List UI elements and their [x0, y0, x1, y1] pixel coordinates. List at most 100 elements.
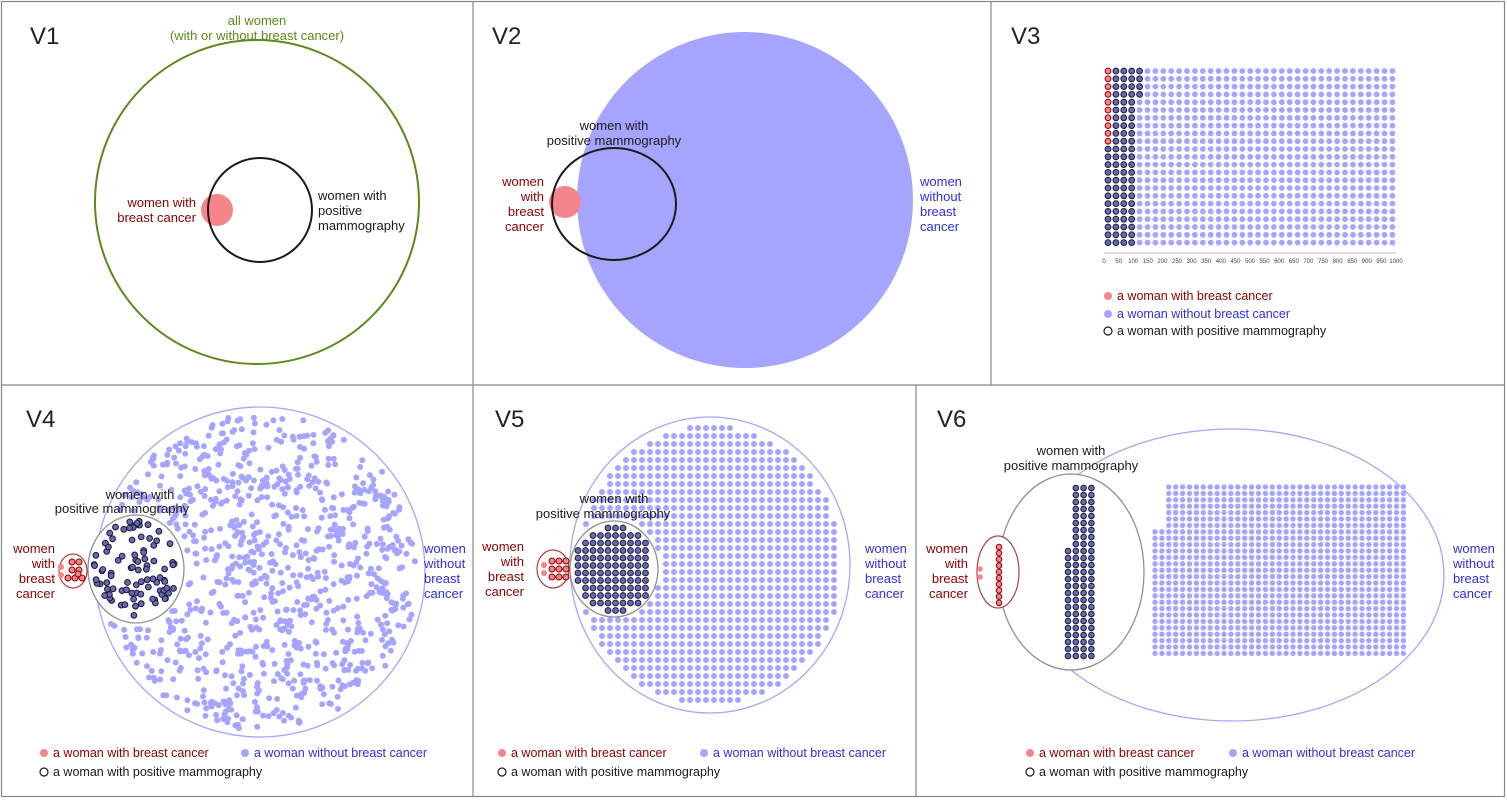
no-cancer-dot [1221, 561, 1227, 567]
no-cancer-dot [1359, 612, 1365, 618]
cancer-label-line3: breast [488, 569, 525, 584]
no-cancer-dot [695, 481, 701, 487]
no-cancer-dot [368, 484, 375, 491]
cancer-positive-dot [1104, 98, 1112, 106]
no-cancer-dot [1318, 107, 1325, 113]
no-cancer-dot [807, 593, 813, 599]
no-cancer-dot [346, 515, 353, 522]
no-cancer-dot [711, 497, 717, 503]
no-cancer-dot [1173, 484, 1179, 490]
no-cancer-dot [735, 505, 741, 511]
no-cancer-dot [1173, 573, 1179, 580]
no-cancer-dot [1184, 231, 1190, 238]
no-cancer-dot [194, 700, 201, 707]
no-cancer-dot [1160, 146, 1167, 152]
no-cancer-dot [1242, 586, 1248, 593]
no-cancer-dot [387, 647, 394, 654]
no-cancer-dot [1373, 177, 1380, 184]
no-cancer-dot [671, 633, 677, 639]
no-cancer-dot [631, 641, 637, 647]
no-cancer-dot [1168, 153, 1175, 160]
no-cancer-dot [257, 607, 264, 614]
no-cancer-dot [273, 707, 280, 713]
no-cancer-dot [268, 595, 274, 601]
no-cancer-dot [655, 657, 661, 663]
no-cancer-dot [1235, 548, 1241, 554]
no-cancer-dot [1239, 107, 1246, 113]
no-cancer-dot [1176, 99, 1182, 106]
no-cancer-dot [807, 521, 813, 527]
no-cancer-dot [807, 537, 813, 543]
no-cancer-dot [200, 574, 207, 581]
no-cancer-dot [1283, 509, 1289, 516]
no-cancer-dot [1207, 586, 1213, 593]
no-cancer-dot [1184, 192, 1190, 199]
no-cancer-dot [1276, 593, 1282, 599]
no-cancer-dot [791, 489, 797, 495]
no-cancer-dot [1231, 216, 1238, 223]
no-cancer-dot [1263, 239, 1269, 246]
no-cancer-dot [1136, 114, 1143, 121]
no-cancer-dot [281, 490, 288, 497]
no-cancer-dot [1199, 107, 1206, 113]
cancer-label-line1: women [925, 541, 968, 556]
no-cancer-dot [647, 673, 653, 679]
no-cancer-dot [743, 561, 749, 567]
no-cancer-dot [265, 533, 272, 540]
no-cancer-dot [1290, 650, 1296, 657]
no-cancer-dot [254, 543, 261, 550]
no-cancer-dot [1242, 605, 1248, 612]
positive-dot [155, 527, 163, 535]
positive-dot [612, 577, 619, 584]
no-cancer-dot [615, 617, 621, 623]
no-cancer-dot [317, 489, 323, 496]
no-cancer-dot [1276, 637, 1282, 644]
no-cancer-dot [122, 633, 129, 640]
no-cancer-dot [1152, 153, 1159, 160]
positive-dot [642, 554, 649, 562]
no-cancer-dot [297, 554, 304, 561]
no-cancer-dot [1223, 130, 1230, 137]
no-cancer-dot [1278, 114, 1285, 121]
no-cancer-dot [1304, 497, 1310, 503]
no-cancer-dot [302, 685, 309, 692]
positive-dot [134, 566, 142, 574]
no-cancer-dot [1248, 586, 1255, 593]
no-cancer-dot [1248, 644, 1255, 650]
no-cancer-dot [1247, 153, 1254, 160]
no-cancer-dot [1381, 192, 1388, 199]
no-cancer-dot [591, 513, 597, 519]
no-cancer-dot [1215, 75, 1222, 82]
no-cancer-dot [639, 657, 645, 663]
no-cancer-dot [273, 467, 280, 474]
no-cancer-dot [196, 655, 202, 662]
no-cancer-dot [1179, 625, 1186, 631]
no-cancer-dot [1235, 573, 1241, 580]
no-cancer-dot [1389, 161, 1396, 168]
no-cancer-dot [1159, 554, 1165, 561]
no-cancer-dot [1324, 484, 1331, 490]
no-cancer-dot [235, 579, 242, 586]
no-cancer-dot [1263, 192, 1269, 199]
no-cancer-dot [1297, 484, 1303, 490]
no-cancer-dot [1184, 216, 1190, 223]
no-cancer-dot [823, 513, 829, 519]
no-cancer-dot [1248, 561, 1255, 567]
no-cancer-dot [687, 521, 693, 527]
no-cancer-dot [1342, 177, 1348, 184]
no-cancer-dot [319, 497, 326, 504]
no-cancer-dot [1269, 561, 1276, 567]
no-cancer-dot [1166, 612, 1172, 618]
no-cancer-dot [1136, 216, 1143, 223]
no-cancer-dot [1290, 535, 1296, 541]
no-cancer-dot [235, 685, 242, 692]
no-cancer-dot [639, 665, 645, 671]
no-cancer-dot [280, 520, 287, 527]
no-cancer-dot [274, 696, 281, 702]
no-cancer-dot [300, 677, 307, 684]
positive-dot [143, 565, 150, 573]
no-cancer-dot [1199, 208, 1206, 215]
no-cancer-dot [1207, 208, 1214, 215]
positive-dot [1088, 610, 1095, 618]
no-cancer-dot [1215, 99, 1222, 106]
